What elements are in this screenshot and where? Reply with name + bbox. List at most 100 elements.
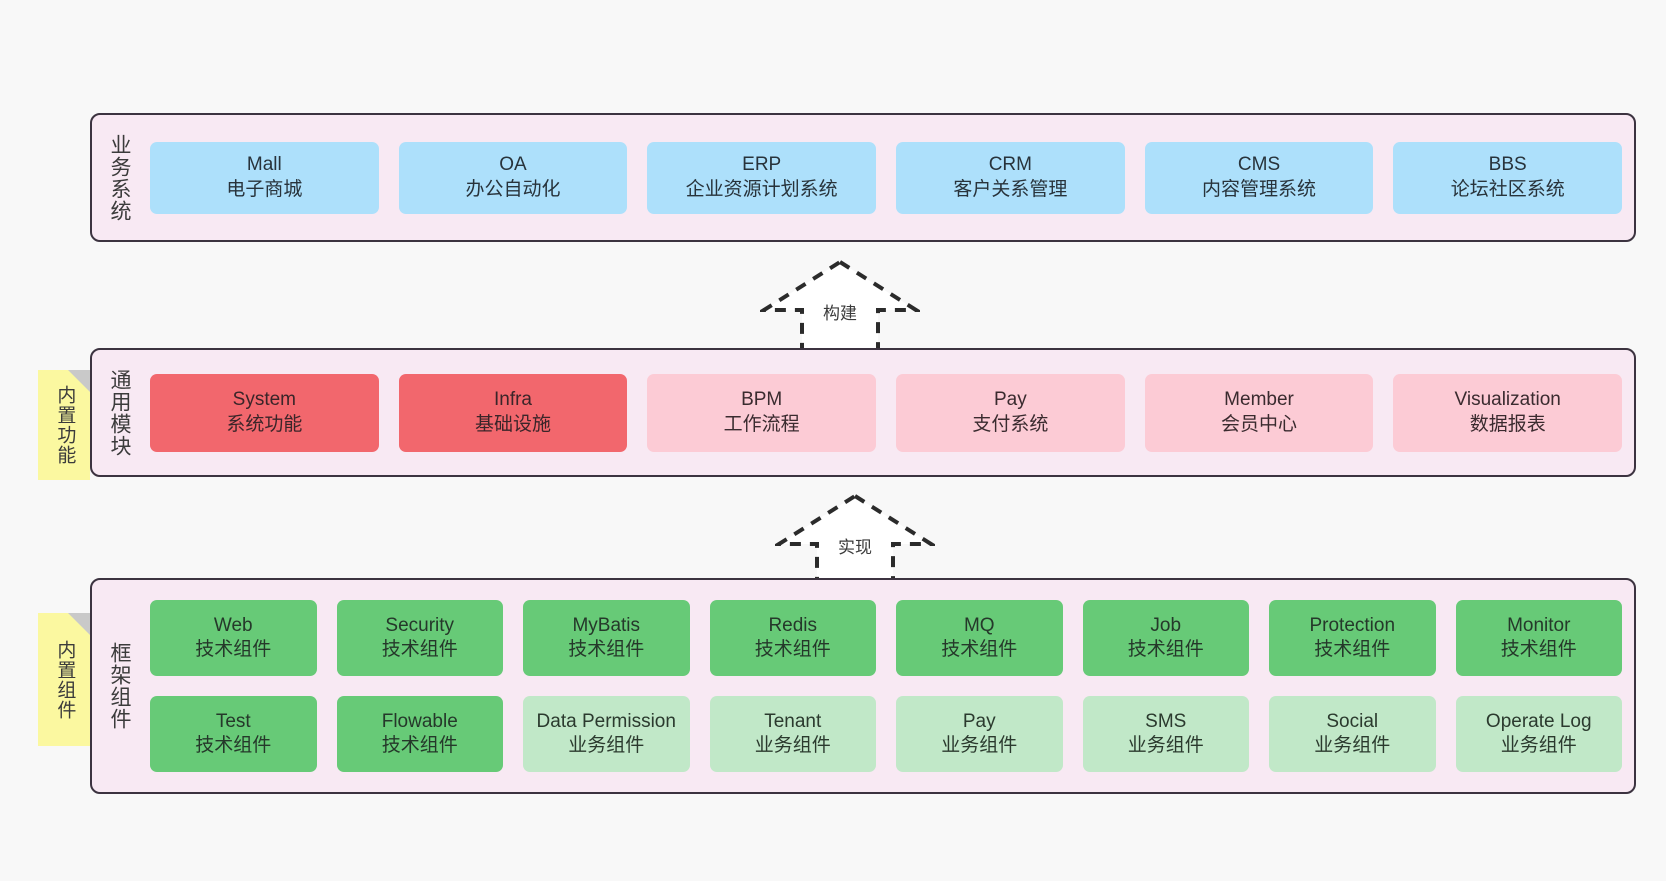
card-subtitle: 办公自动化 — [465, 178, 561, 200]
card-mall[interactable]: Mall 电子商城 — [150, 141, 379, 214]
card-title: Test — [215, 710, 251, 732]
arrow-build: 构建 — [760, 258, 920, 354]
card-title: System — [232, 389, 297, 411]
layer-business-system[interactable]: 业务系统 Mall 电子商城 OA 办公自动化 ERP 企业资源计划系统 CRM… — [90, 113, 1636, 242]
card-subtitle: 技术组件 — [195, 735, 272, 756]
arrow-implement-shape — [775, 493, 935, 586]
card-subtitle: 技术组件 — [568, 639, 645, 660]
layer-body-business-system: Mall 电子商城 OA 办公自动化 ERP 企业资源计划系统 CRM 客户关系… — [146, 115, 1634, 240]
layer-title-business-system: 业务系统 — [107, 133, 131, 222]
card-subtitle: 支付系统 — [972, 413, 1049, 435]
card-oa[interactable]: OA 办公自动化 — [398, 141, 628, 214]
card-flowable[interactable]: Flowable 技术组件 — [336, 696, 503, 772]
card-title: MQ — [963, 614, 995, 636]
card-subtitle: 会员中心 — [1221, 413, 1298, 435]
card-crm[interactable]: CRM 客户关系管理 — [896, 141, 1125, 214]
card-title: BPM — [741, 389, 783, 411]
card-protection[interactable]: Protection 技术组件 — [1269, 600, 1436, 676]
card-row: Test 技术组件 Flowable 技术组件 Data Permission … — [150, 696, 1622, 772]
card-subtitle: 技术组件 — [381, 639, 458, 660]
arrow-implement: 实现 — [775, 492, 935, 588]
card-title: ERP — [742, 154, 782, 176]
layer-title-framework-component: 框架组件 — [107, 642, 131, 730]
card-title: Protection — [1309, 614, 1396, 636]
card-subtitle: 工作流程 — [723, 413, 800, 435]
card-subtitle: 技术组件 — [941, 639, 1018, 660]
card-social[interactable]: Social 业务组件 — [1269, 696, 1436, 772]
card-subtitle: 系统功能 — [226, 413, 303, 435]
card-title: Flowable — [381, 710, 458, 732]
card-visualization[interactable]: Visualization 数据报表 — [1393, 373, 1623, 452]
card-title: CRM — [988, 154, 1032, 176]
card-subtitle: 数据报表 — [1469, 413, 1546, 435]
card-subtitle: 技术组件 — [754, 639, 831, 660]
card-member[interactable]: Member 会员中心 — [1144, 373, 1374, 452]
card-title: Redis — [768, 614, 818, 636]
card-subtitle: 技术组件 — [195, 639, 272, 660]
card-erp[interactable]: ERP 企业资源计划系统 — [647, 141, 877, 214]
card-subtitle: 企业资源计划系统 — [685, 178, 838, 200]
card-pay-biz[interactable]: Pay 业务组件 — [896, 696, 1063, 772]
card-subtitle: 业务组件 — [1314, 735, 1391, 756]
card-test[interactable]: Test 技术组件 — [150, 696, 317, 772]
card-subtitle: 技术组件 — [1127, 639, 1204, 660]
card-subtitle: 业务组件 — [1127, 735, 1204, 756]
card-title: Tenant — [764, 710, 822, 732]
card-title: Monitor — [1507, 614, 1571, 636]
card-job[interactable]: Job 技术组件 — [1082, 600, 1249, 676]
card-title: Pay — [962, 710, 996, 732]
card-subtitle: 业务组件 — [941, 735, 1018, 756]
card-title: Mall — [246, 154, 282, 176]
layer-title-common-module: 通用模块 — [107, 368, 131, 457]
card-redis[interactable]: Redis 技术组件 — [709, 600, 876, 676]
card-mybatis[interactable]: MyBatis 技术组件 — [523, 600, 690, 676]
card-web[interactable]: Web 技术组件 — [150, 600, 317, 676]
card-title: Job — [1150, 614, 1182, 636]
card-bpm[interactable]: BPM 工作流程 — [647, 373, 877, 452]
card-title: Visualization — [1454, 389, 1561, 411]
card-cms[interactable]: CMS 内容管理系统 — [1144, 141, 1374, 214]
card-subtitle: 业务组件 — [754, 735, 831, 756]
card-monitor[interactable]: Monitor 技术组件 — [1455, 600, 1622, 676]
card-row: Web 技术组件 Security 技术组件 MyBatis 技术组件 Redi… — [150, 600, 1622, 676]
card-subtitle: 电子商城 — [226, 178, 303, 200]
card-subtitle: 技术组件 — [381, 735, 458, 756]
card-operate-log[interactable]: Operate Log 业务组件 — [1455, 696, 1622, 772]
card-sms[interactable]: SMS 业务组件 — [1082, 696, 1249, 772]
note-label: 内置组件 — [54, 639, 76, 720]
card-title: SMS — [1145, 710, 1187, 732]
card-subtitle: 客户关系管理 — [953, 178, 1068, 200]
card-title: Security — [385, 614, 455, 636]
card-tenant[interactable]: Tenant 业务组件 — [709, 696, 876, 772]
card-title: Web — [213, 614, 253, 636]
card-title: Member — [1224, 389, 1294, 411]
card-subtitle: 技术组件 — [1314, 639, 1391, 660]
card-title: Infra — [493, 389, 533, 411]
card-pay[interactable]: Pay 支付系统 — [896, 373, 1125, 452]
card-subtitle: 内容管理系统 — [1202, 178, 1317, 200]
card-title: MyBatis — [572, 614, 641, 636]
card-security[interactable]: Security 技术组件 — [336, 600, 503, 676]
card-row: System 系统功能 Infra 基础设施 BPM 工作流程 Pay 支付系统… — [150, 373, 1623, 452]
card-infra[interactable]: Infra 基础设施 — [398, 373, 628, 452]
note-builtin-component: 内置组件 — [38, 613, 90, 746]
card-system[interactable]: System 系统功能 — [150, 373, 379, 452]
card-title: Data Permission — [536, 710, 676, 732]
layer-common-module[interactable]: 通用模块 System 系统功能 Infra 基础设施 BPM 工作流程 Pay… — [90, 348, 1636, 477]
layer-body-framework-component: Web 技术组件 Security 技术组件 MyBatis 技术组件 Redi… — [146, 580, 1634, 792]
card-mq[interactable]: MQ 技术组件 — [896, 600, 1063, 676]
card-title: Operate Log — [1485, 710, 1592, 732]
card-title: BBS — [1488, 154, 1527, 176]
card-data-permission[interactable]: Data Permission 业务组件 — [523, 696, 690, 772]
card-row: Mall 电子商城 OA 办公自动化 ERP 企业资源计划系统 CRM 客户关系… — [150, 141, 1623, 214]
card-subtitle: 论坛社区系统 — [1450, 178, 1565, 200]
card-bbs[interactable]: BBS 论坛社区系统 — [1393, 141, 1623, 214]
layer-body-common-module: System 系统功能 Infra 基础设施 BPM 工作流程 Pay 支付系统… — [146, 350, 1634, 475]
card-title: Pay — [993, 389, 1027, 411]
card-subtitle: 基础设施 — [475, 413, 552, 435]
arrow-build-shape — [760, 259, 920, 352]
layer-framework-component[interactable]: 框架组件 Web 技术组件 Security 技术组件 MyBatis 技术组件… — [90, 578, 1636, 794]
card-title: Social — [1326, 710, 1379, 732]
card-subtitle: 业务组件 — [568, 735, 645, 756]
